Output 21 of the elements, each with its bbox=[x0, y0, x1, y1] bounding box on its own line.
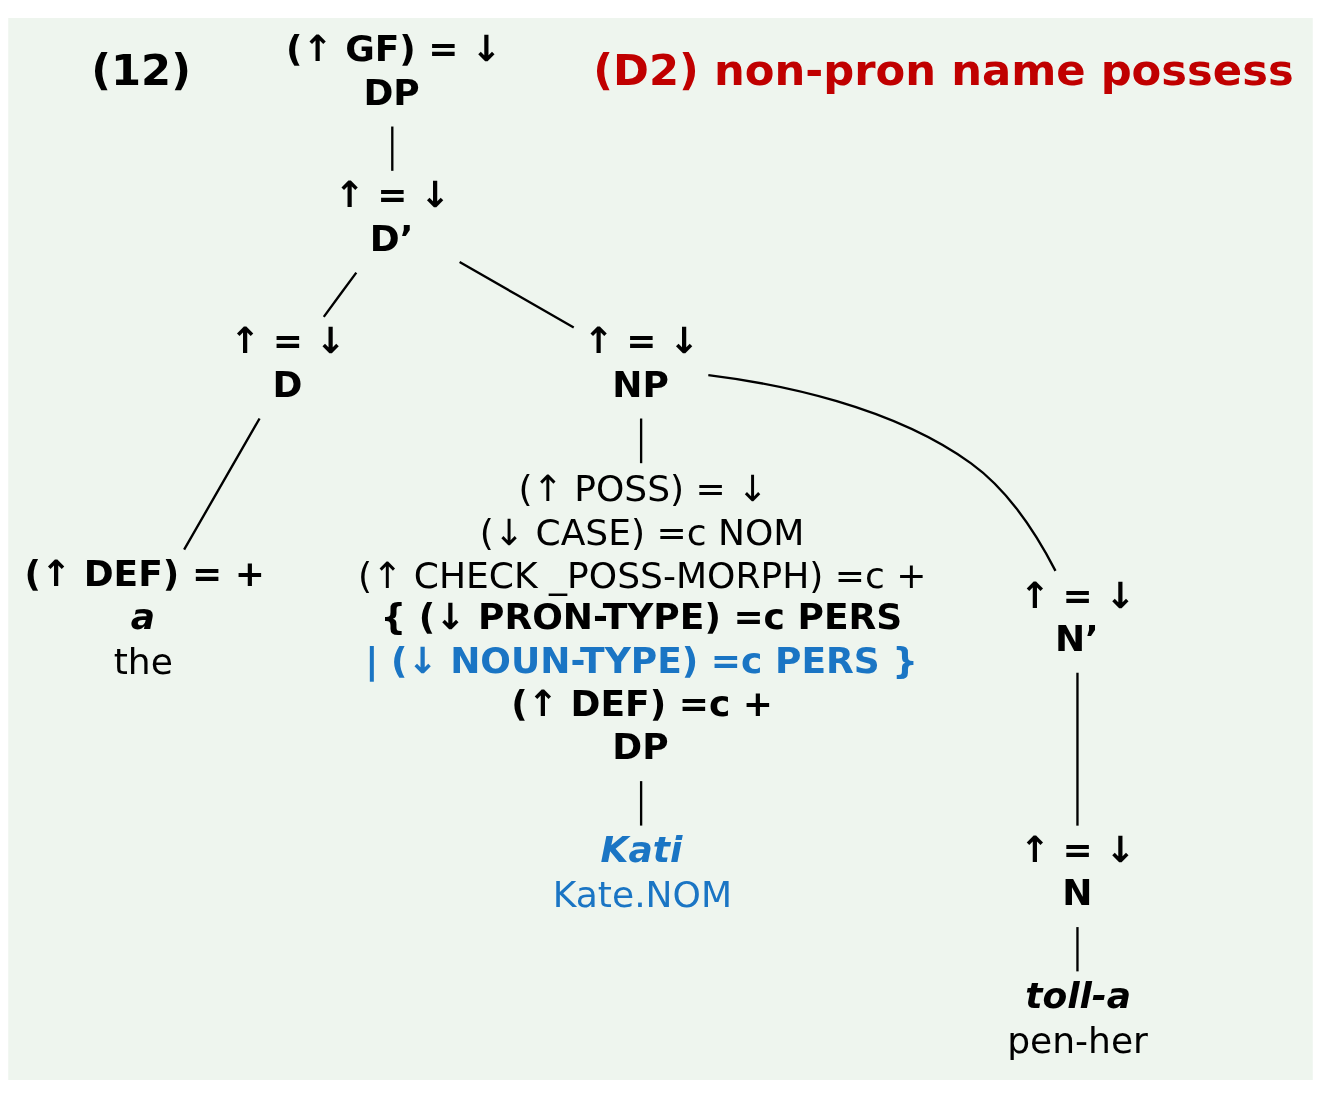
node-text: ↑ = ↓ D’ bbox=[334, 173, 451, 260]
connector bbox=[322, 271, 358, 318]
node-text: ↑ = ↓ NP bbox=[583, 319, 700, 406]
node-text: ↑ = ↓ N bbox=[1019, 828, 1136, 914]
connector bbox=[391, 126, 394, 171]
connector bbox=[639, 418, 643, 463]
node-text: toll-a pen-her bbox=[1007, 974, 1148, 1062]
node-text: (↑ POSS) = ↓ (↓ CASE) =c NOM (↑ CHECK _POSS-MORPH) =c + { (↓ PRON-TYPE) =c PERS | (↓ NOUN-TYPE) =c PERS } (↑ DEF) =c + DP bbox=[358, 467, 927, 768]
connector bbox=[1076, 926, 1079, 971]
connector bbox=[183, 417, 261, 550]
connector bbox=[708, 373, 1057, 571]
label: (12) bbox=[91, 44, 191, 95]
node-text: ↑ = ↓ D bbox=[230, 319, 346, 406]
node-text: (↑ GF) = ↓ DP bbox=[285, 27, 502, 114]
node-text: ↑ = ↓ N’ bbox=[1019, 574, 1136, 660]
node-text: (↑ DEF) = + a the bbox=[24, 552, 265, 683]
node-text: Kati Kate.NOM bbox=[552, 828, 733, 916]
label: (D2) non-pron name possess bbox=[593, 44, 1294, 95]
connector bbox=[459, 260, 575, 328]
connector bbox=[639, 780, 643, 826]
connector bbox=[1076, 672, 1079, 826]
